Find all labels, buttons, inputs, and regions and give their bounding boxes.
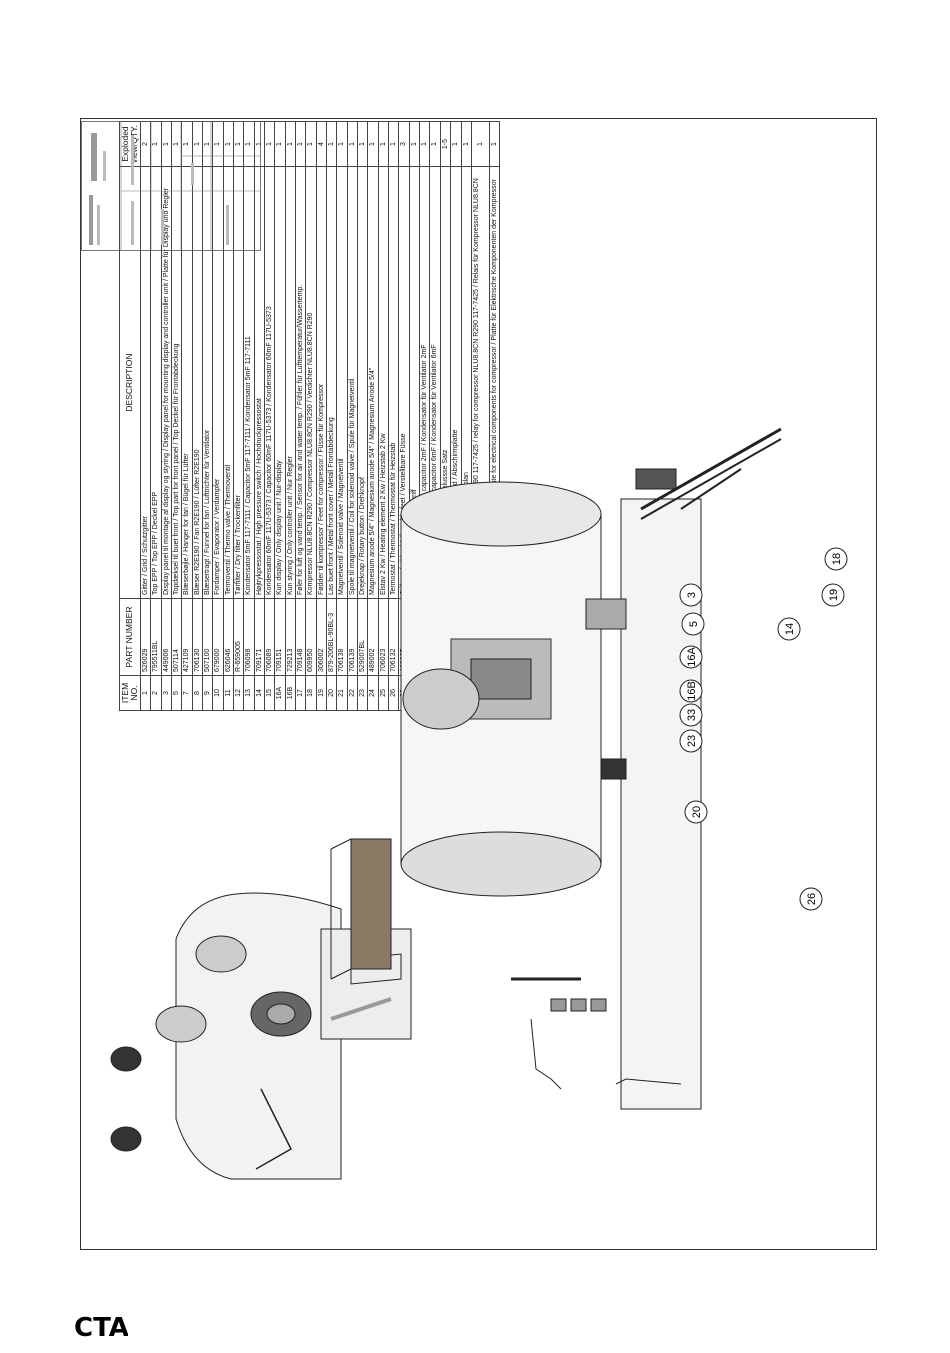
sheet-rotated-content: ITEM NO. PART NUMBER DESCRIPTION Explode… [81,119,878,1251]
callout-bubble: 5 [681,612,705,636]
callout-label: 14 [784,623,796,635]
callout-bubble: 18 [824,547,848,571]
callout-label: 3 [686,592,698,598]
title-block [81,121,261,251]
heating-element-part [640,427,782,511]
drawing-sheet: ITEM NO. PART NUMBER DESCRIPTION Explode… [80,118,877,1250]
top-epp-opening [155,1005,207,1043]
controller-part [600,758,627,780]
evaporator-part [350,838,392,970]
cta-logo-text: CTA [74,1313,128,1343]
cta-logo: CTA [74,1313,128,1343]
callout-label: 18 [831,553,843,565]
callout-bubble: 3 [679,583,703,607]
display-panel-part [585,598,627,630]
callout-bubble: 14 [777,617,801,641]
exploded-view-drawing: 112783591017111221223132301819143516A16B… [110,427,848,1180]
callout-label: 23 [686,735,698,747]
callout-label: 19 [828,589,840,601]
callout-bubble: 23 [679,729,703,753]
grid-part [110,1126,142,1152]
callout-bubble: 20 [684,800,708,824]
compressor-part [402,668,480,730]
callout-label: 5 [688,621,700,627]
callout-label: 16B [686,681,698,701]
callout-bubble: 16B [679,679,703,703]
callout-bubble: 33 [679,703,703,727]
callout-group: 112783591017111221223132301819143516A16B… [679,547,848,911]
callout-bubble: 16A [679,645,703,669]
callout-bubble: 26 [799,887,823,911]
top-epp-part [175,892,342,1180]
callout-label: 33 [686,709,698,721]
callout-label: 16A [686,647,698,667]
callout-bubble: 19 [821,583,845,607]
callout-label: 26 [806,893,818,905]
callout-label: 20 [691,806,703,818]
